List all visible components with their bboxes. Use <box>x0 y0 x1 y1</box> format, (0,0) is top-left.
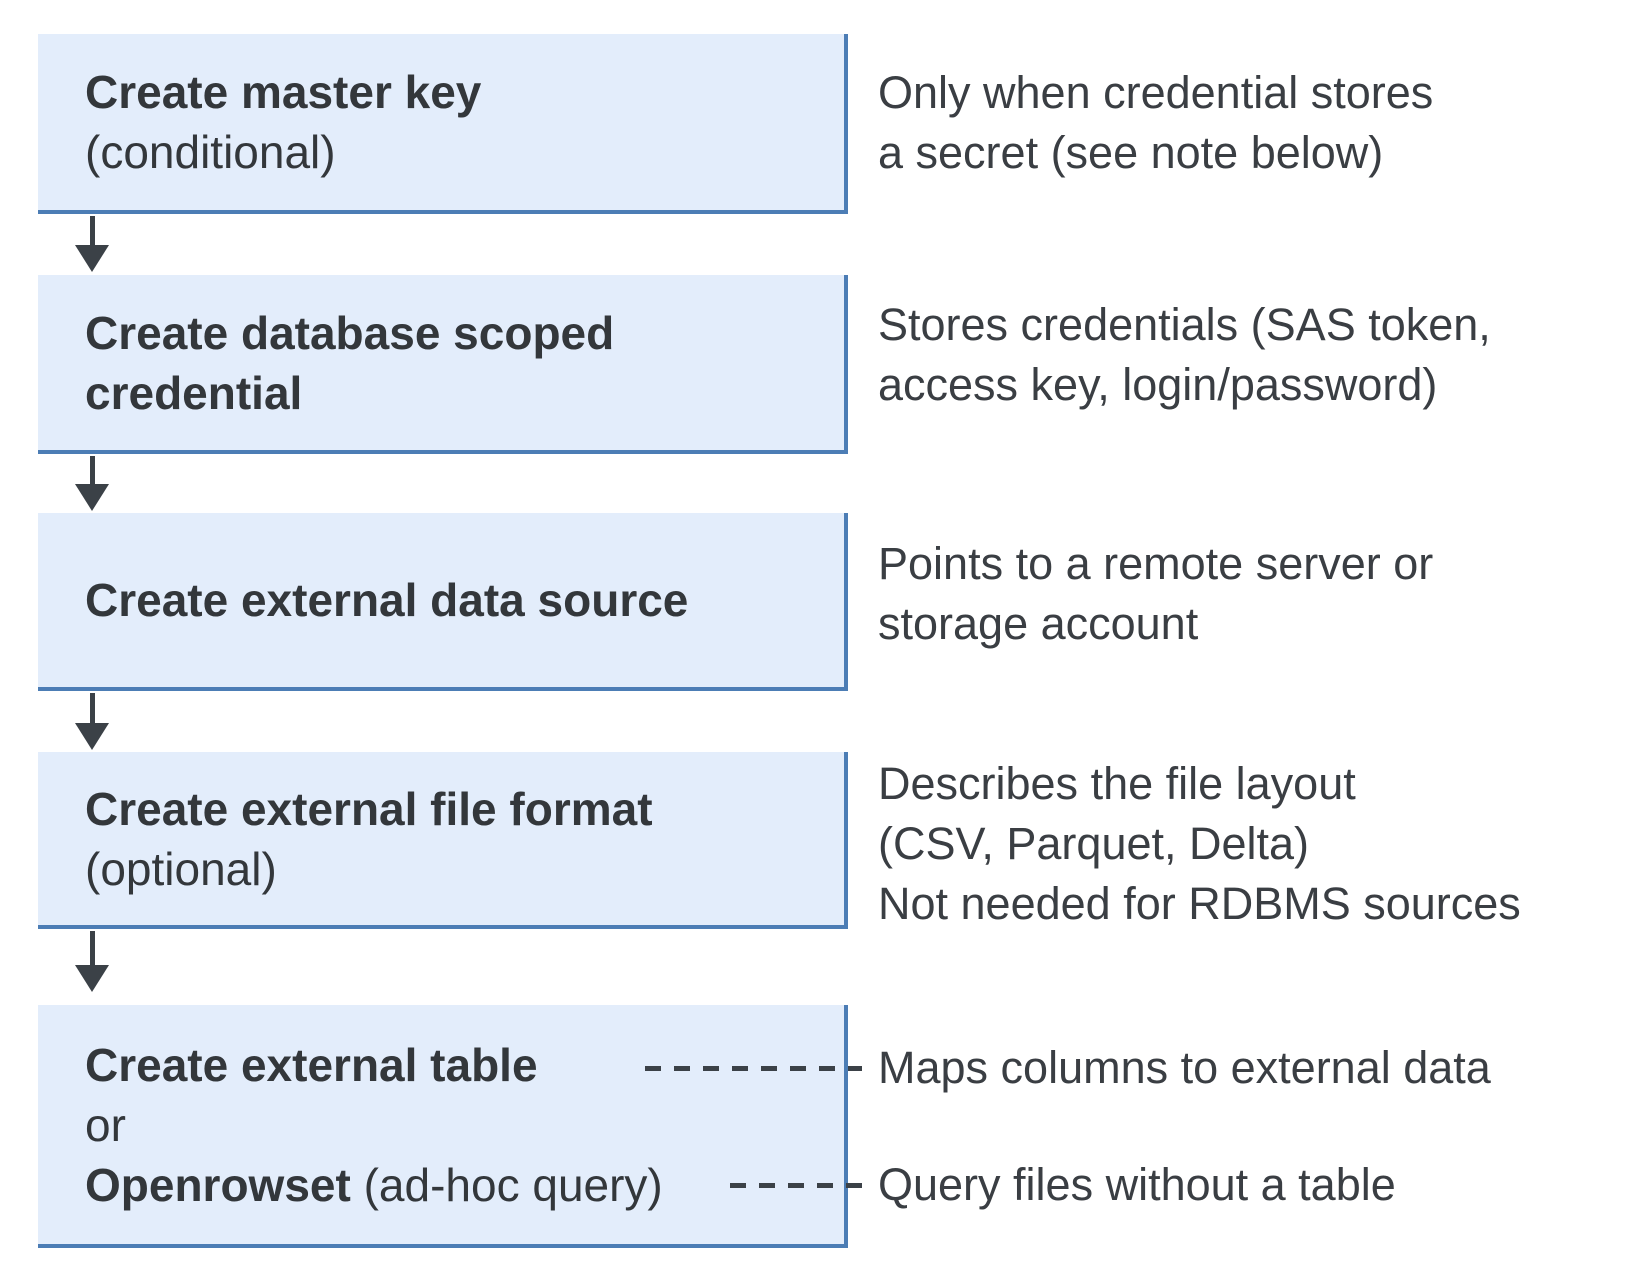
arrow-head <box>75 245 109 272</box>
adhoc-query-label: (ad-hoc query) <box>350 1158 663 1211</box>
openrowset-label: Openrowset <box>85 1158 351 1211</box>
flow-box-create-database-scoped-credential: Create database scoped credential <box>38 275 848 454</box>
flow-box-create-master-key: Create master key (conditional) <box>38 34 848 214</box>
flow-box-create-external-data-source: Create external data source <box>38 513 848 691</box>
note-external-file-format: Describes the file layout (CSV, Parquet,… <box>878 754 1521 934</box>
down-arrow-icon <box>75 693 109 750</box>
note-line: access key, login/password) <box>878 359 1438 410</box>
note-scoped-credential: Stores credentials (SAS token, access ke… <box>878 295 1491 415</box>
flow-box-title-line3: Openrowset (ad-hoc query) <box>85 1155 844 1215</box>
down-arrow-icon <box>75 216 109 272</box>
note-openrowset: Query files without a table <box>878 1159 1396 1210</box>
flow-box-title: Create external file format <box>85 782 653 835</box>
flow-box-title: Create external data source <box>85 574 689 626</box>
note-line: Points to a remote server or <box>878 538 1434 589</box>
flow-box-title-line2: credential <box>85 366 303 419</box>
dashed-connector-openrowset <box>730 1183 862 1188</box>
flow-box-create-external-table-or-openrowset: Create external table or Openrowset (ad-… <box>38 1005 848 1248</box>
flow-box-title: Create master key <box>85 66 482 118</box>
dashed-connector-external-table <box>645 1066 862 1071</box>
arrow-head <box>75 965 109 992</box>
flow-box-title-line1: Create database scoped <box>85 306 615 359</box>
arrow-shaft <box>89 456 95 484</box>
down-arrow-icon <box>75 931 109 992</box>
note-master-key: Only when credential stores a secret (se… <box>878 63 1433 183</box>
note-line: a secret (see note below) <box>878 127 1384 178</box>
arrow-shaft <box>89 931 95 965</box>
flow-box-title-line1: Create external table <box>85 1038 538 1091</box>
note-line: Not needed for RDBMS sources <box>878 878 1521 929</box>
down-arrow-icon <box>75 456 109 511</box>
note-line: Describes the file layout <box>878 758 1356 809</box>
arrow-shaft <box>89 216 95 245</box>
note-line: Only when credential stores <box>878 67 1434 118</box>
arrow-head <box>75 723 109 750</box>
flow-box-create-external-file-format: Create external file format (optional) <box>38 752 848 929</box>
flow-box-title-line2: or <box>85 1098 126 1151</box>
note-external-table: Maps columns to external data <box>878 1042 1491 1093</box>
note-line: (CSV, Parquet, Delta) <box>878 818 1310 869</box>
flow-box-subtitle: (optional) <box>85 842 277 895</box>
arrow-shaft <box>89 693 95 723</box>
note-external-data-source: Points to a remote server or storage acc… <box>878 534 1433 654</box>
flow-box-subtitle: (conditional) <box>85 126 336 178</box>
note-line: Stores credentials (SAS token, <box>878 299 1491 350</box>
arrow-head <box>75 484 109 511</box>
note-line: storage account <box>878 598 1199 649</box>
